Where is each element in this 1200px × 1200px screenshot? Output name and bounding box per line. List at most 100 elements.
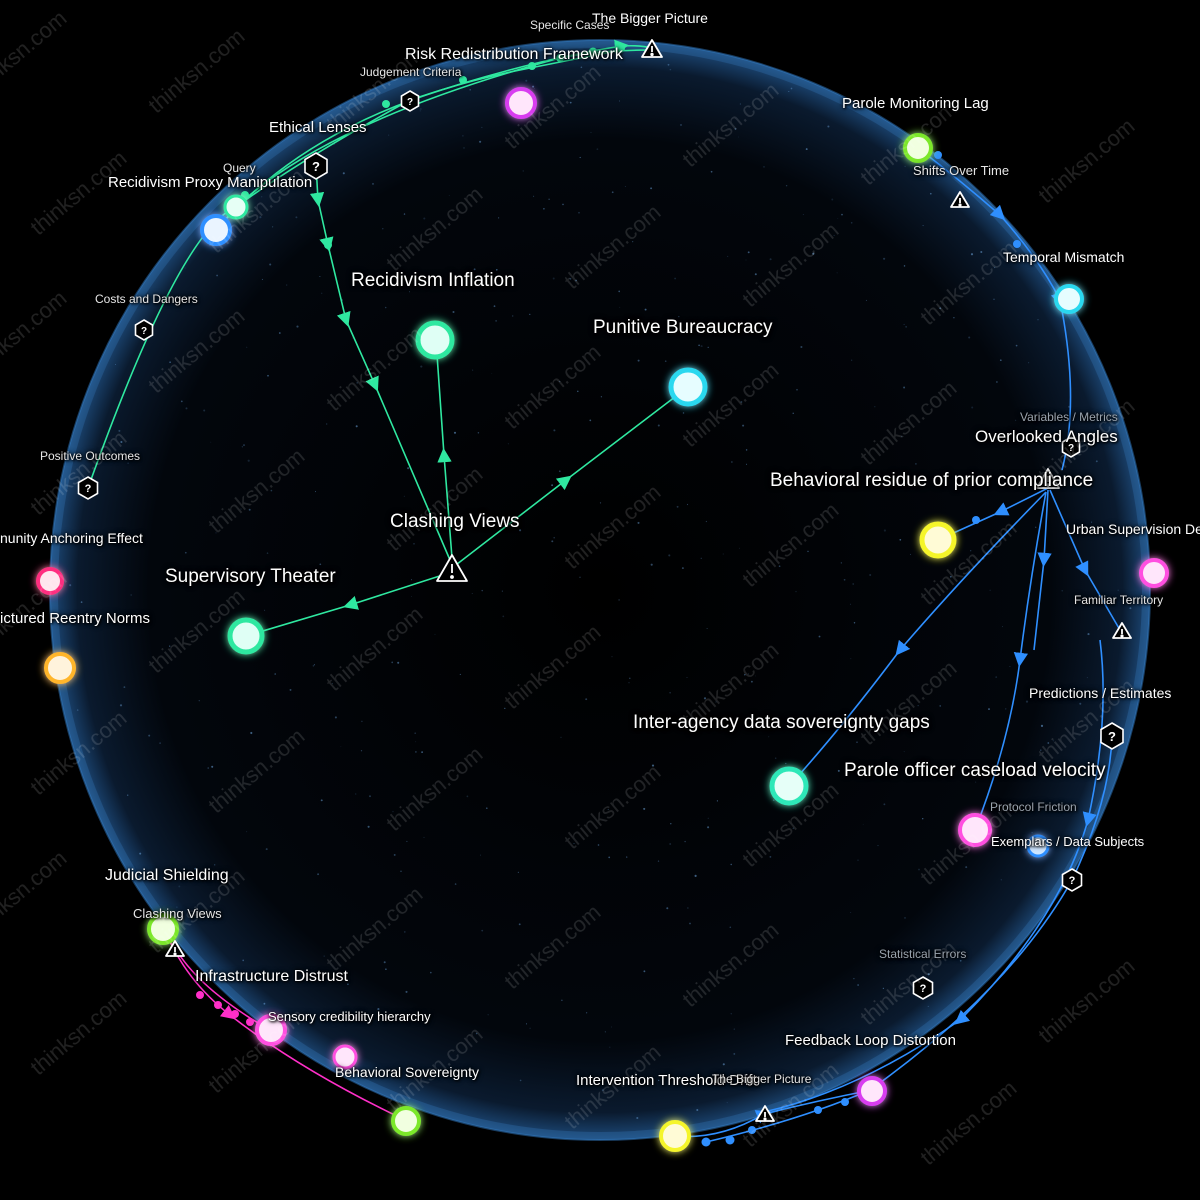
node-intervention-threshold[interactable]	[659, 1120, 691, 1152]
node-punitive-bureaucracy[interactable]	[668, 367, 708, 407]
label-overlooked-angles[interactable]: Overlooked Angles	[975, 427, 1118, 446]
star	[874, 406, 876, 408]
label-variables-metrics[interactable]: Variables / Metrics	[1020, 410, 1118, 424]
label-bigger-picture-bottom[interactable]: The Bigger Picture	[712, 1072, 812, 1086]
label-clashing-views-left[interactable]: Clashing Views	[133, 906, 222, 921]
label-risk-redistribution[interactable]: Risk Redistribution Framework	[405, 46, 623, 63]
node-reentry-norms[interactable]	[44, 652, 76, 684]
star	[247, 459, 250, 462]
star	[666, 907, 669, 910]
label-caseload-velocity[interactable]: Parole officer caseload velocity	[844, 760, 1106, 781]
warning-triangle-icon[interactable]	[950, 191, 970, 208]
label-costs-and-dangers[interactable]: Costs and Dangers	[95, 292, 198, 306]
question-hexagon-icon[interactable]: ?	[304, 152, 328, 180]
label-intervention-threshold[interactable]: Intervention Threshold Drift	[576, 1072, 757, 1089]
node-behavioral-sovereignty[interactable]	[391, 1106, 421, 1136]
warning-triangle-icon[interactable]	[436, 554, 468, 582]
star	[769, 856, 772, 858]
label-specific-cases[interactable]: Specific Cases	[530, 18, 610, 32]
label-recidivism-proxy[interactable]: Recidivism Proxy Manipulation	[108, 174, 313, 191]
node-infrastructure-distrust[interactable]	[255, 1014, 287, 1046]
node-sensory-credibility[interactable]	[332, 1044, 358, 1070]
label-parole-monitoring-lag[interactable]: Parole Monitoring Lag	[842, 95, 989, 112]
star	[579, 576, 581, 578]
label-behavioral-sovereignty[interactable]: Behavioral Sovereignty	[335, 1064, 479, 1080]
star	[729, 926, 732, 929]
star	[377, 1008, 380, 1011]
label-predictions-estimates[interactable]: Predictions / Estimates	[1029, 685, 1172, 701]
node-recidivism-proxy[interactable]	[200, 214, 232, 246]
question-hexagon-icon[interactable]: ?	[77, 476, 99, 500]
label-clashing-views-center[interactable]: Clashing Views	[390, 511, 520, 532]
label-interagency-gaps[interactable]: Inter-agency data sovereignty gaps	[633, 712, 930, 733]
node-interagency-gaps[interactable]	[769, 766, 809, 806]
label-statistical-errors[interactable]: Statistical Errors	[879, 947, 967, 961]
star	[569, 101, 572, 104]
question-hexagon-icon[interactable]: ?	[134, 319, 154, 341]
warning-triangle-icon[interactable]	[1036, 468, 1060, 489]
warning-triangle-icon[interactable]	[755, 1105, 775, 1122]
star	[703, 697, 707, 700]
label-shifts-over-time[interactable]: Shifts Over Time	[913, 163, 1010, 178]
star	[243, 444, 245, 447]
warning-triangle-icon[interactable]	[1112, 622, 1132, 639]
star	[548, 198, 550, 200]
label-protocol-friction[interactable]: Protocol Friction	[990, 800, 1077, 814]
node-feedback-loop[interactable]	[857, 1076, 887, 1106]
label-punitive-bureaucracy[interactable]: Punitive Bureaucracy	[593, 317, 773, 338]
label-positive-outcomes[interactable]: Positive Outcomes	[40, 449, 141, 463]
label-judgement-criteria[interactable]: Judgement Criteria	[360, 65, 462, 79]
node-query-small[interactable]	[223, 194, 249, 220]
question-hexagon-icon[interactable]: ?	[1100, 722, 1124, 750]
label-infrastructure-distrust[interactable]: Infrastructure Distrust	[195, 968, 348, 985]
label-ethical-lenses[interactable]: Ethical Lenses	[269, 119, 367, 136]
node-exemplars[interactable]	[1026, 834, 1050, 858]
label-bigger-picture-top[interactable]: The Bigger Picture	[592, 10, 708, 26]
star	[700, 557, 702, 559]
star	[216, 274, 218, 277]
star	[980, 250, 983, 254]
node-recidivism-inflation[interactable]	[415, 320, 455, 360]
link-dot	[615, 43, 625, 53]
node-temporal-mismatch[interactable]	[1054, 284, 1084, 314]
question-hexagon-icon[interactable]: ?	[400, 90, 420, 112]
star	[687, 907, 689, 909]
node-supervisory-theater[interactable]	[227, 617, 265, 655]
node-community-anchoring[interactable]	[36, 567, 64, 595]
label-exemplars[interactable]: Exemplars / Data Subjects	[991, 834, 1145, 849]
label-familiar-territory[interactable]: Familiar Territory	[1074, 593, 1164, 607]
node-judicial-shielding[interactable]	[147, 913, 179, 945]
warning-triangle-icon[interactable]	[165, 940, 185, 957]
star	[1047, 742, 1050, 744]
label-community-anchoring[interactable]: nunity Anchoring Effect	[0, 530, 143, 546]
question-hexagon-icon[interactable]: ?	[912, 976, 934, 1000]
star	[1086, 677, 1088, 679]
question-hexagon-icon[interactable]: ?	[1061, 868, 1083, 892]
node-parole-monitoring-lag[interactable]	[903, 133, 933, 163]
node-urban-supervision[interactable]	[1139, 558, 1169, 588]
label-temporal-mismatch[interactable]: Temporal Mismatch	[1003, 249, 1125, 265]
label-query[interactable]: Query	[223, 161, 256, 175]
label-urban-supervision[interactable]: Urban Supervision De	[1066, 521, 1200, 537]
node-risk-redistribution[interactable]	[505, 87, 537, 119]
warning-triangle-icon[interactable]	[641, 39, 663, 58]
label-sensory-credibility[interactable]: Sensory credibility hierarchy	[268, 1009, 431, 1024]
label-feedback-loop[interactable]: Feedback Loop Distortion	[785, 1032, 956, 1049]
star	[472, 369, 474, 371]
star	[169, 361, 171, 364]
star	[850, 222, 853, 224]
node-behavioral-residue[interactable]	[919, 521, 957, 559]
question-hexagon-icon[interactable]: ?	[1061, 436, 1081, 458]
star	[840, 562, 842, 564]
star	[313, 664, 315, 666]
star	[261, 278, 263, 280]
label-judicial-shielding[interactable]: Judicial Shielding	[105, 867, 229, 884]
label-recidivism-inflation[interactable]: Recidivism Inflation	[351, 270, 515, 291]
node-caseload-velocity[interactable]	[958, 813, 992, 847]
label-behavioral-residue[interactable]: Behavioral residue of prior compliance	[770, 470, 1094, 491]
star	[707, 817, 709, 819]
label-reentry-norms[interactable]: ictured Reentry Norms	[0, 610, 151, 627]
label-supervisory-theater[interactable]: Supervisory Theater	[165, 566, 336, 587]
